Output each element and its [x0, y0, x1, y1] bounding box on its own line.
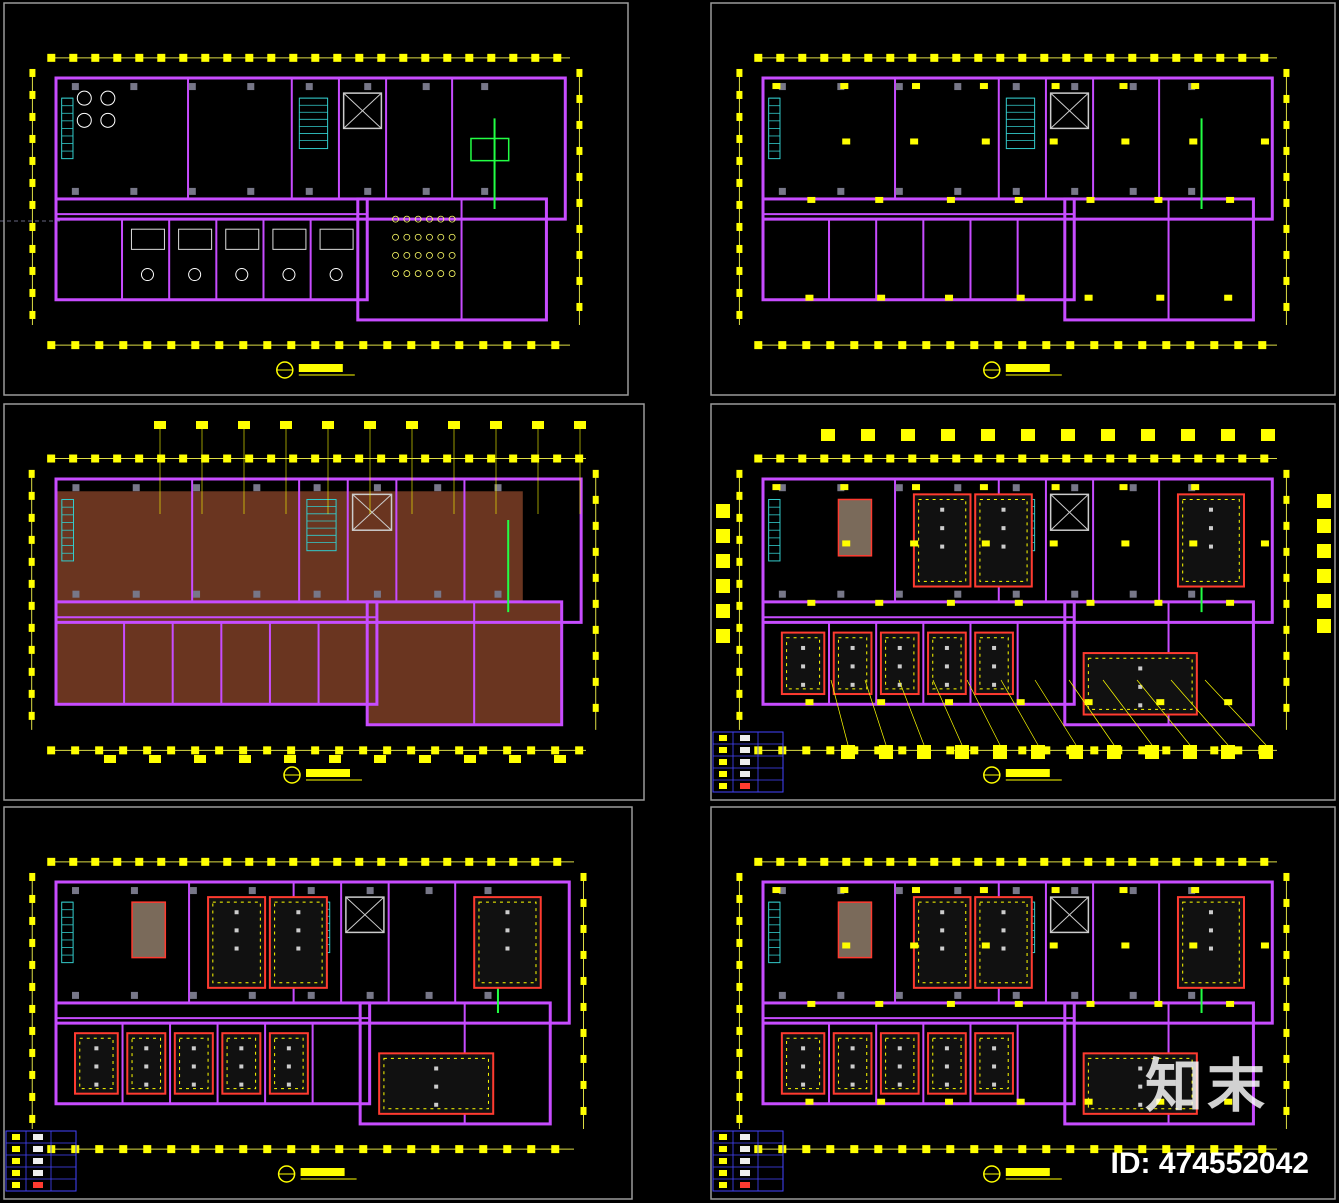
plan-panel-p2: [710, 2, 1336, 396]
image-id-label: ID: 474552042: [1110, 1147, 1310, 1180]
plan-panel-p3: [3, 403, 645, 801]
brand-watermark: 知末: [1144, 1052, 1269, 1120]
plan-panel-p4: [710, 403, 1336, 801]
plan-panel-p5: [3, 806, 633, 1200]
plan-panel-p6: [710, 806, 1336, 1200]
plan-panel-p1: [3, 2, 629, 396]
